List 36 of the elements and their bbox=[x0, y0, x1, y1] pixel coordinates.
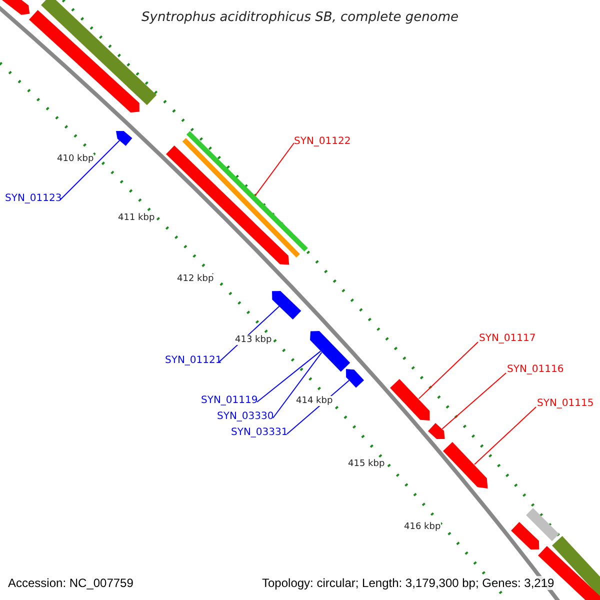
leader-line bbox=[418, 342, 478, 400]
info-text: Topology: circular; Length: 3,179,300 bp; Genes: 3,219 bbox=[262, 576, 554, 590]
gene-label: SYN_01115 bbox=[537, 398, 594, 409]
tick-label: 413 kbp bbox=[235, 335, 272, 345]
gene-feature bbox=[390, 378, 430, 421]
gene-feature bbox=[526, 508, 560, 542]
gene-label: SYN_01116 bbox=[507, 364, 564, 375]
title: Syntrophus aciditrophicus SB, complete genome bbox=[142, 10, 458, 25]
tick-label: 415 kbp bbox=[348, 459, 385, 469]
gene-label: SYN_01122 bbox=[294, 136, 351, 147]
gene-feature bbox=[116, 131, 133, 146]
tick-label: 414 kbp bbox=[296, 396, 333, 406]
leader-line bbox=[272, 352, 322, 418]
gene-label: SYN_01121 bbox=[165, 355, 222, 366]
leader-line bbox=[442, 372, 506, 430]
leader-line bbox=[254, 142, 294, 196]
gene-feature bbox=[428, 422, 446, 440]
tick-label: 416 kbp bbox=[404, 522, 441, 532]
gene-label: SYN_01123 bbox=[5, 193, 62, 204]
gene-feature bbox=[510, 522, 540, 550]
gene-label: SYN_01117 bbox=[479, 333, 536, 344]
gene-feature bbox=[28, 10, 140, 114]
gene-feature bbox=[272, 290, 302, 320]
tick-label: 411 kbp bbox=[118, 213, 155, 223]
tick-label: 410 kbp bbox=[57, 154, 94, 164]
info-text: Accession: NC_007759 bbox=[8, 576, 134, 590]
leader-line bbox=[474, 406, 536, 465]
gene-label: SYN_01119 bbox=[201, 395, 258, 406]
tick-label: 412 kbp bbox=[177, 274, 214, 284]
gene-feature bbox=[443, 442, 488, 489]
gene-feature bbox=[346, 369, 365, 388]
gene-label: SYN_03330 bbox=[217, 411, 274, 422]
gene-label: SYN_03331 bbox=[231, 427, 288, 438]
leader-line bbox=[60, 140, 120, 200]
gene-feature bbox=[310, 330, 351, 372]
leader-line bbox=[256, 350, 322, 402]
